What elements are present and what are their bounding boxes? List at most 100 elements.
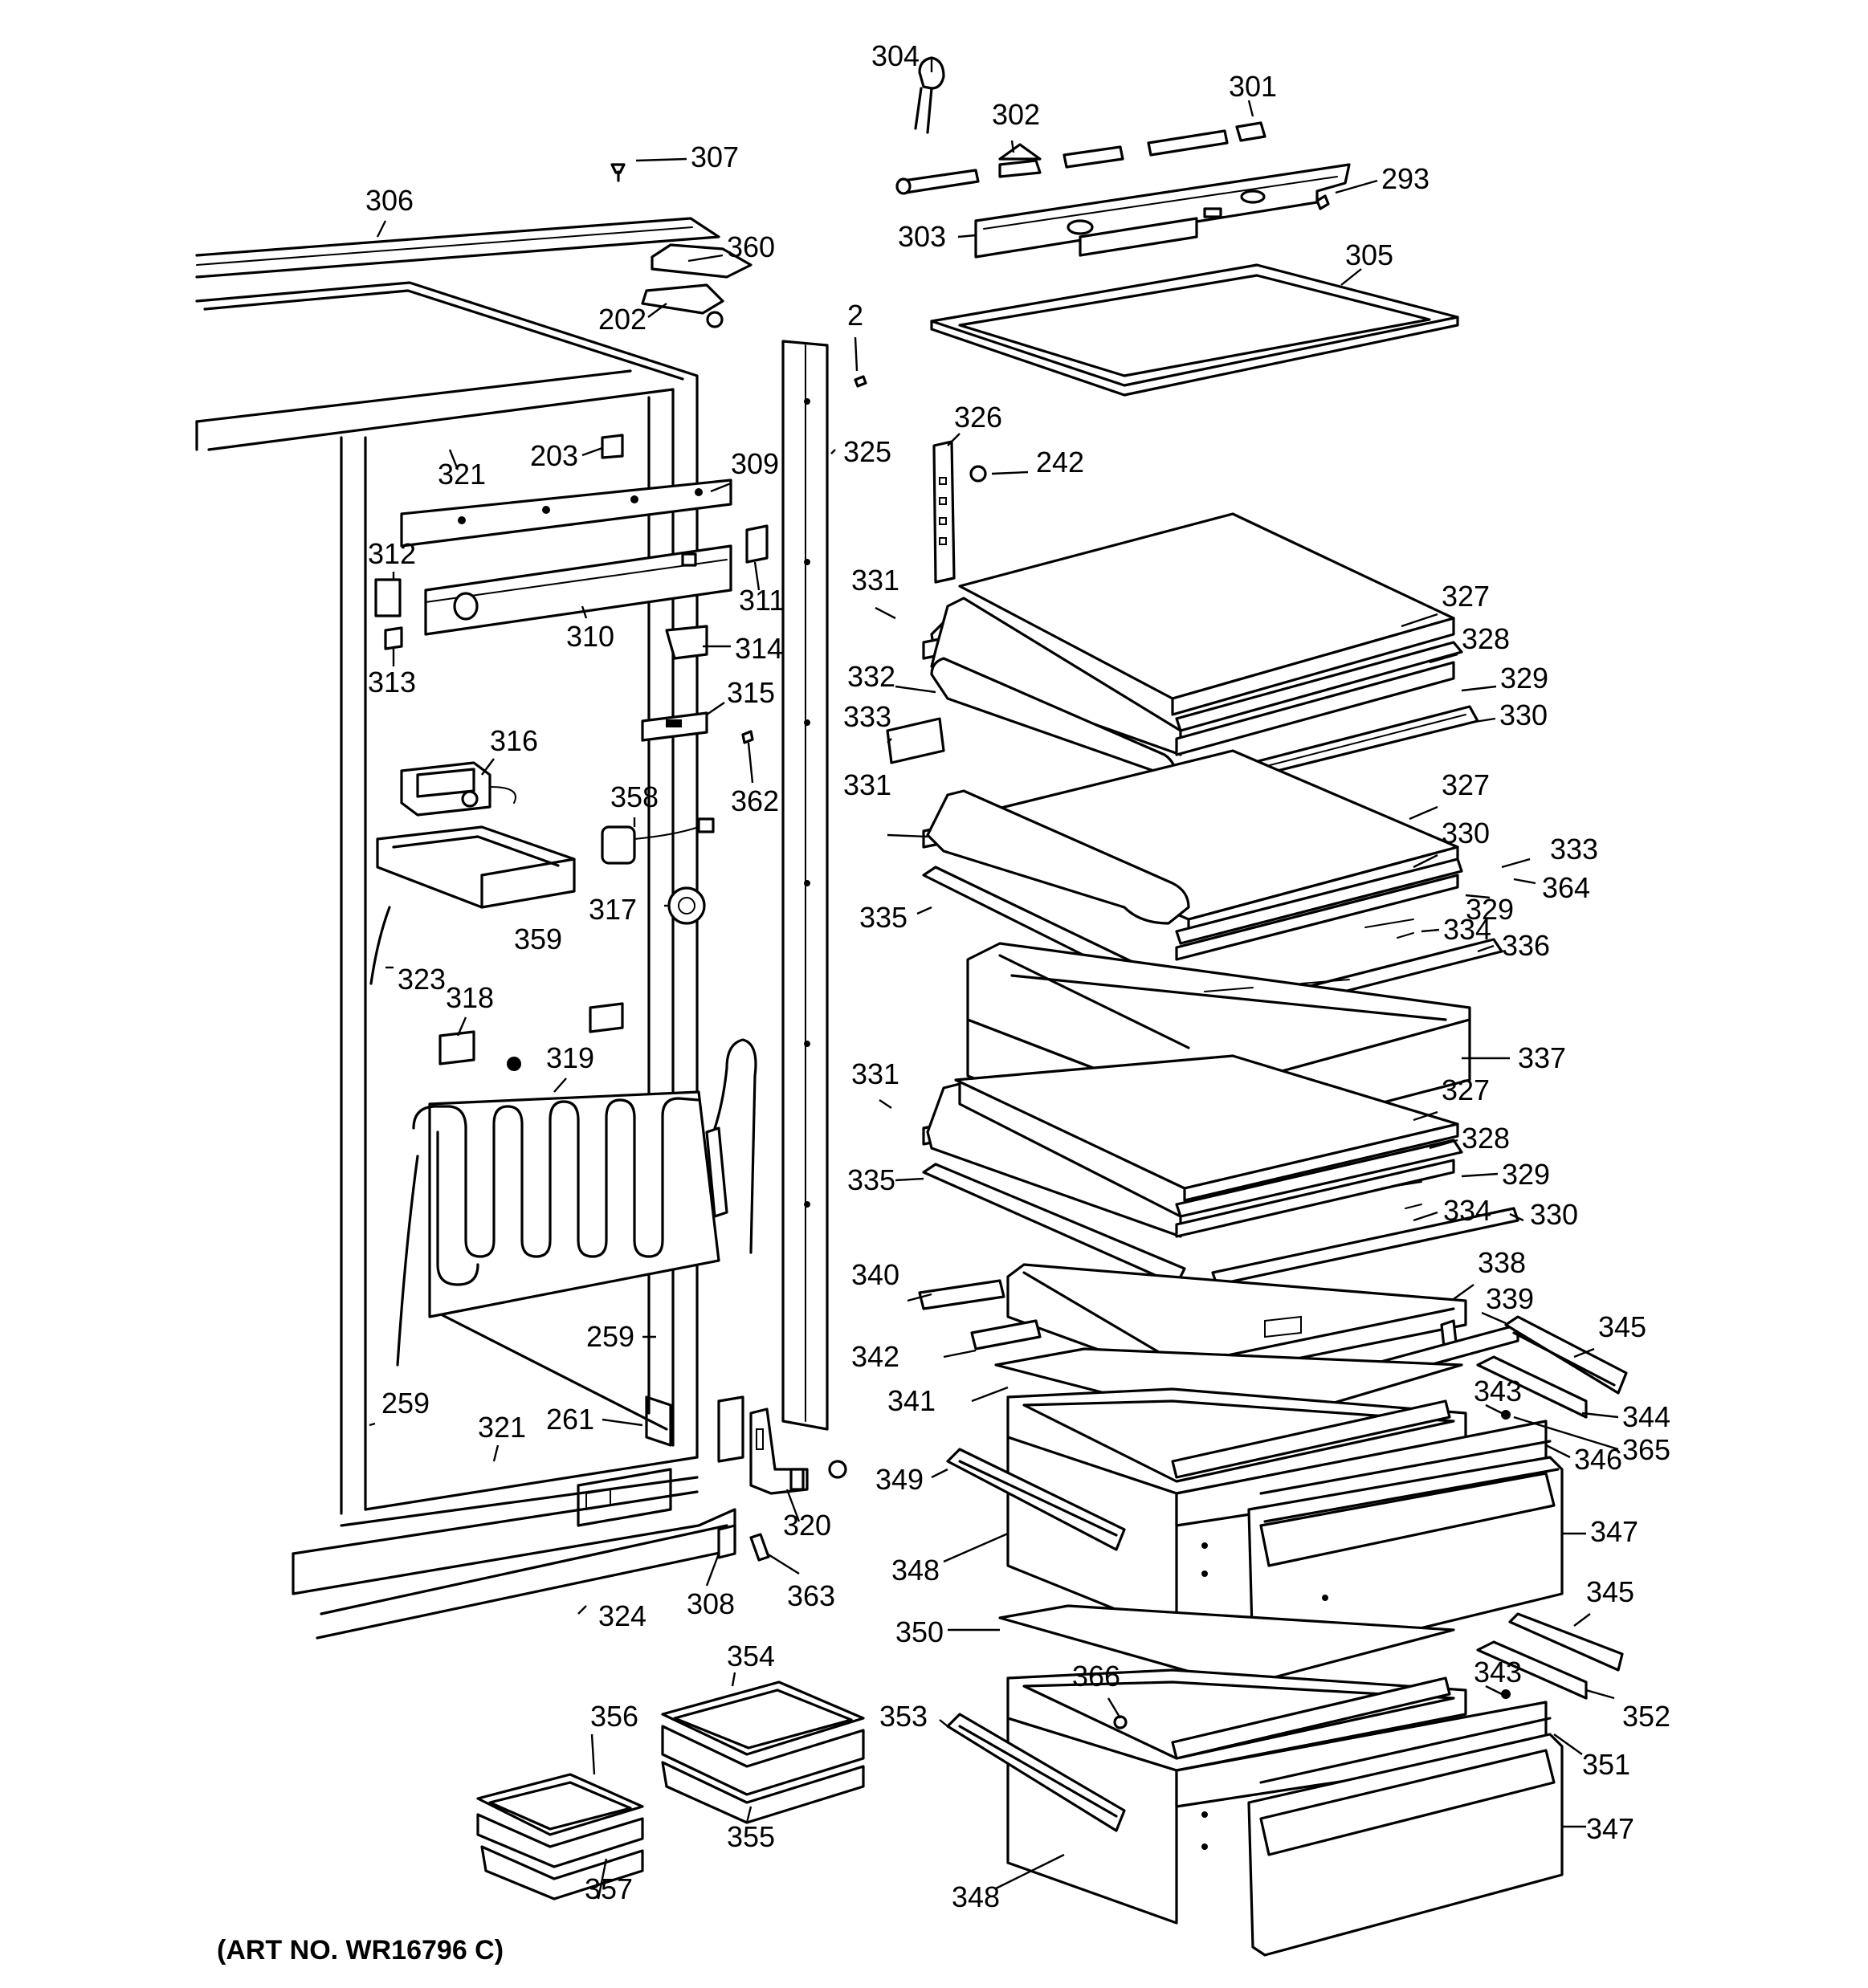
callout-337: 337 [1518, 1041, 1566, 1074]
callout-330: 330 [1442, 817, 1490, 849]
switch-311 [745, 524, 769, 564]
callout-labels: 304 302 301 307 293 306 360 303 305 202 … [217, 39, 1670, 1966]
callout-259: 259 [381, 1387, 430, 1420]
callout-331: 331 [851, 564, 899, 597]
callout-356: 356 [590, 1700, 638, 1733]
clip-313 [384, 626, 403, 650]
callout-343: 343 [1474, 1375, 1522, 1407]
callout-314: 314 [735, 632, 783, 665]
callout-313: 313 [368, 666, 416, 699]
callout-334: 334 [1443, 913, 1491, 946]
callout-353: 353 [879, 1700, 928, 1733]
callout-347: 347 [1590, 1515, 1638, 1548]
art-number: (ART NO. WR16796 C) [217, 1935, 504, 1966]
callout-202: 202 [598, 303, 646, 336]
bin-356-357 [476, 1773, 644, 1900]
callout-360: 360 [727, 230, 775, 263]
bin-354-355 [661, 1680, 865, 1824]
callout-315: 315 [727, 676, 775, 709]
callout-331: 331 [851, 1057, 899, 1090]
callout-348: 348 [891, 1554, 940, 1587]
callout-306: 306 [365, 184, 414, 217]
callout-310: 310 [566, 620, 614, 653]
callout-352: 352 [1622, 1700, 1670, 1733]
callout-329: 329 [1502, 1158, 1550, 1191]
callout-364: 364 [1542, 871, 1590, 904]
callout-309: 309 [731, 447, 779, 480]
callout-362: 362 [731, 784, 779, 817]
callout-311: 311 [739, 584, 785, 617]
motor-358 [601, 817, 715, 865]
callout-259: 259 [586, 1320, 634, 1353]
callout-354: 354 [727, 1640, 775, 1672]
callout-326: 326 [954, 401, 1002, 434]
callout-341: 341 [887, 1384, 936, 1417]
bracket-312 [374, 578, 402, 617]
callout-261: 261 [546, 1403, 594, 1436]
callout-336: 336 [1502, 929, 1550, 962]
callout-346: 346 [1574, 1443, 1622, 1476]
drawer-assembly-346 [1006, 1387, 1564, 1668]
screw-343 [1501, 1410, 1511, 1420]
callout-345: 345 [1598, 1310, 1646, 1343]
callout-340: 340 [851, 1258, 899, 1291]
hinge-320 [749, 1407, 847, 1495]
callout-339: 339 [1486, 1282, 1534, 1315]
callout-365: 365 [1622, 1433, 1670, 1466]
callout-363: 363 [787, 1579, 835, 1612]
ladder-326 [932, 440, 956, 584]
callout-307: 307 [691, 141, 739, 173]
callout-330: 330 [1530, 1198, 1578, 1231]
callout-357: 357 [585, 1872, 633, 1905]
callout-342: 342 [851, 1340, 899, 1373]
bracket-308 [717, 1395, 744, 1559]
callout-305: 305 [1345, 238, 1393, 271]
duct-359 [376, 825, 576, 909]
callout-335: 335 [847, 1163, 895, 1196]
screw-362 [741, 730, 754, 744]
screw-242 [969, 465, 987, 483]
callout-327: 327 [1442, 1073, 1490, 1106]
callout-335: 335 [859, 901, 907, 934]
callout-334: 334 [1443, 1194, 1491, 1227]
drawer-assembly-351 [1006, 1668, 1564, 1957]
grill-340 [918, 1279, 1005, 1310]
drain-323 [369, 906, 391, 985]
callout-348: 348 [952, 1880, 1000, 1913]
callout-328: 328 [1462, 622, 1510, 655]
callout-338: 338 [1478, 1246, 1526, 1279]
screw-2 [854, 375, 867, 388]
callout-317: 317 [589, 893, 637, 926]
callout-308: 308 [687, 1587, 735, 1620]
light-housing-310 [424, 544, 732, 636]
callout-359: 359 [514, 923, 562, 955]
callout-366: 366 [1072, 1660, 1120, 1693]
callout-293: 293 [1381, 162, 1430, 195]
switch-314 [665, 625, 708, 660]
shelf-assembly-3 [922, 1054, 1519, 1286]
slide-353 [946, 1713, 1126, 1832]
callout-203: 203 [530, 439, 578, 472]
slide-345 [1476, 1315, 1628, 1419]
callout-303: 303 [898, 220, 946, 253]
callout-331: 331 [843, 768, 891, 801]
callout-325: 325 [843, 435, 891, 468]
callout-347: 347 [1586, 1812, 1634, 1845]
callout-319: 319 [546, 1041, 594, 1074]
fan-316 [400, 761, 516, 817]
callout-329: 329 [1500, 662, 1548, 695]
callout-242: 242 [1036, 446, 1084, 479]
callout-316: 316 [490, 724, 538, 757]
clip-318 [438, 1030, 475, 1065]
callout-358: 358 [610, 780, 659, 813]
callout-329: 329 [1466, 893, 1514, 926]
screw-307 [610, 163, 626, 182]
screw-319 [507, 1057, 521, 1071]
callout-327: 327 [1442, 768, 1490, 801]
callout-332: 332 [847, 660, 895, 693]
callout-320: 320 [783, 1509, 831, 1542]
callout-327: 327 [1442, 580, 1490, 613]
knob-317 [667, 886, 706, 925]
slide-352 [1476, 1612, 1624, 1700]
